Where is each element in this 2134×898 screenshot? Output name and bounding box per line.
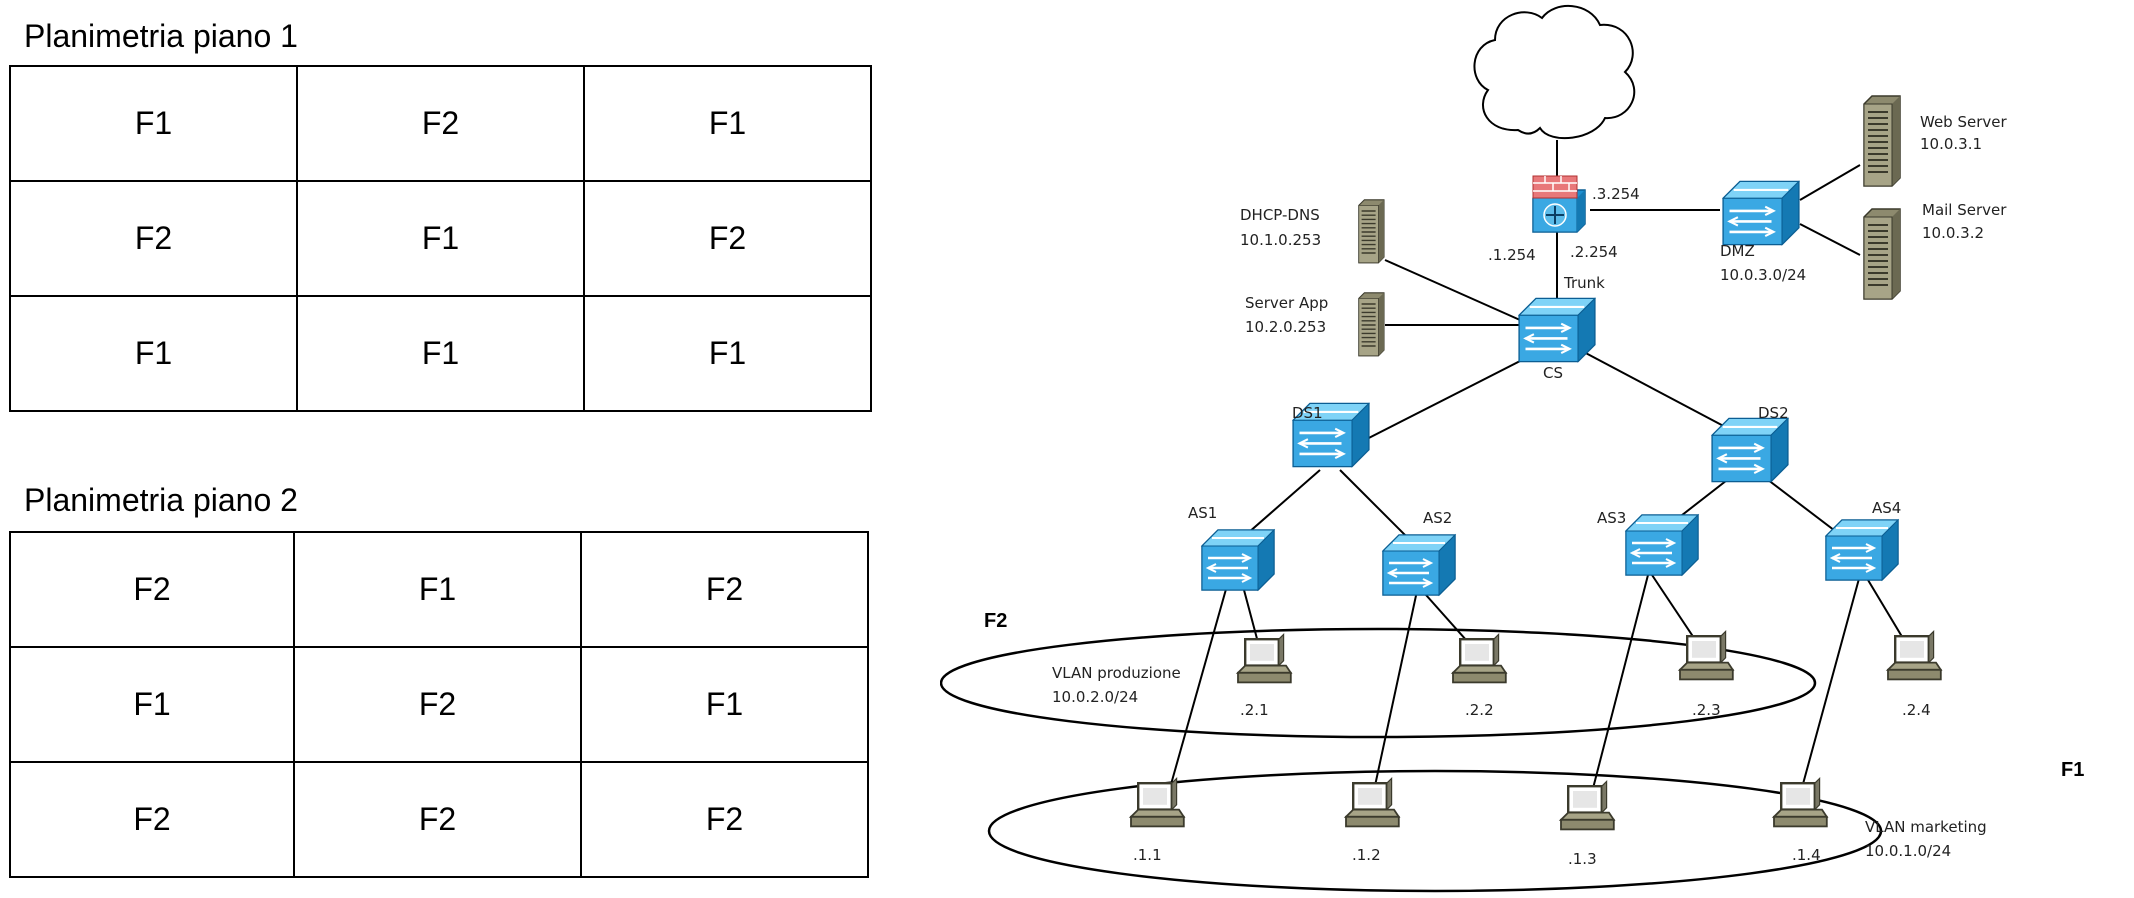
dmz-net: 10.0.3.0/24 bbox=[1720, 266, 1806, 284]
plan2-title: Planimetria piano 2 bbox=[24, 482, 298, 518]
plan1-cell: F1 bbox=[9, 65, 298, 182]
plan2-cell: F2 bbox=[580, 531, 869, 648]
firewall-router-icon bbox=[1532, 175, 1586, 233]
plan2-cell: F1 bbox=[580, 646, 869, 763]
pc-icon bbox=[1886, 630, 1943, 681]
plan2-cell: F2 bbox=[293, 646, 582, 763]
access-switch-as4-icon bbox=[1824, 518, 1900, 582]
vlan-marketing-name: VLAN marketing bbox=[1865, 818, 1987, 836]
pc-icon bbox=[1129, 777, 1186, 828]
dhcp-dns-server-icon bbox=[1358, 199, 1385, 264]
pc-icon bbox=[1236, 633, 1293, 684]
dmz-switch-icon bbox=[1721, 180, 1801, 246]
plan2-table: F2 F1 F2 F1 F2 F1 F2 F2 F2 bbox=[9, 531, 869, 878]
floor-f1-label: F1 bbox=[2061, 759, 2084, 781]
plan1-cell: F1 bbox=[296, 180, 585, 297]
host-label: .1.2 bbox=[1352, 846, 1381, 864]
pc-icon bbox=[1559, 780, 1616, 831]
distribution-switch-ds2-icon bbox=[1710, 417, 1790, 483]
plan1-cell: F2 bbox=[583, 180, 872, 297]
port-left-label: .1.254 bbox=[1488, 246, 1536, 264]
host-label: .2.1 bbox=[1240, 701, 1269, 719]
web-server-ip: 10.0.3.1 bbox=[1920, 135, 1982, 153]
plan1-cell: F1 bbox=[296, 295, 585, 412]
host-label: .1.3 bbox=[1568, 850, 1597, 868]
pc-icon bbox=[1772, 777, 1829, 828]
access-switch-as1-icon bbox=[1200, 528, 1276, 592]
access-switch-as3-icon bbox=[1624, 513, 1700, 577]
host-label: .1.1 bbox=[1133, 846, 1162, 864]
network-diagram: .3.254 .1.254 .2.254 Trunk DHCP-DNS 10.1… bbox=[940, 5, 2084, 893]
trunk-label: Trunk bbox=[1563, 274, 1605, 292]
port-dmz-label: .3.254 bbox=[1592, 185, 1640, 203]
as3-label: AS3 bbox=[1597, 509, 1626, 527]
vlan-produzione-name: VLAN produzione bbox=[1052, 664, 1181, 682]
web-server-icon bbox=[1863, 95, 1901, 187]
dhcp-dns-name: DHCP-DNS bbox=[1240, 206, 1320, 224]
host-label: .2.2 bbox=[1465, 701, 1494, 719]
server-app-name: Server App bbox=[1245, 294, 1328, 312]
pc-icon bbox=[1344, 777, 1401, 828]
mail-server-name: Mail Server bbox=[1922, 201, 2007, 219]
ds2-label: DS2 bbox=[1758, 404, 1789, 422]
host-label: .2.3 bbox=[1692, 701, 1721, 719]
mail-server-icon bbox=[1863, 208, 1901, 300]
pc-icon bbox=[1678, 630, 1735, 681]
as2-label: AS2 bbox=[1423, 509, 1452, 527]
pc-icon bbox=[1451, 633, 1508, 684]
vlan-produzione-ellipse bbox=[940, 627, 1817, 739]
mail-server-ip: 10.0.3.2 bbox=[1922, 224, 1984, 242]
plan2-cell: F2 bbox=[9, 761, 295, 878]
core-switch-label: CS bbox=[1543, 364, 1563, 382]
dmz-name: DMZ bbox=[1720, 242, 1755, 260]
plan1-cell: F2 bbox=[9, 180, 298, 297]
vlan-marketing-ellipse bbox=[987, 769, 1883, 893]
plan2-cell: F1 bbox=[9, 646, 295, 763]
web-server-name: Web Server bbox=[1920, 113, 2007, 131]
port-trunk-label: .2.254 bbox=[1570, 243, 1618, 261]
plan1-cell: F2 bbox=[296, 65, 585, 182]
app-server-icon bbox=[1358, 292, 1385, 357]
plan1-table: F1 F2 F1 F2 F1 F2 F1 F1 F1 bbox=[9, 65, 872, 412]
ds1-label: DS1 bbox=[1292, 404, 1323, 422]
dhcp-dns-ip: 10.1.0.253 bbox=[1240, 231, 1321, 249]
plan2-cell: F2 bbox=[293, 761, 582, 878]
plan1-cell: F1 bbox=[9, 295, 298, 412]
host-label: .1.4 bbox=[1792, 846, 1821, 864]
host-label: .2.4 bbox=[1902, 701, 1931, 719]
vlan-marketing-net: 10.0.1.0/24 bbox=[1865, 842, 1951, 860]
plan1-title: Planimetria piano 1 bbox=[24, 18, 298, 54]
as4-label: AS4 bbox=[1872, 499, 1901, 517]
vlan-produzione-net: 10.0.2.0/24 bbox=[1052, 688, 1138, 706]
as1-label: AS1 bbox=[1188, 504, 1217, 522]
plan1-cell: F1 bbox=[583, 295, 872, 412]
plan2-cell: F2 bbox=[9, 531, 295, 648]
plan2-cell: F2 bbox=[580, 761, 869, 878]
floor-f2-label: F2 bbox=[984, 610, 1007, 632]
plan1-cell: F1 bbox=[583, 65, 872, 182]
core-switch-icon bbox=[1517, 297, 1597, 363]
internet-cloud-icon bbox=[1473, 5, 1636, 140]
server-app-ip: 10.2.0.253 bbox=[1245, 318, 1326, 336]
access-switch-as2-icon bbox=[1381, 533, 1457, 597]
plan2-cell: F1 bbox=[293, 531, 582, 648]
